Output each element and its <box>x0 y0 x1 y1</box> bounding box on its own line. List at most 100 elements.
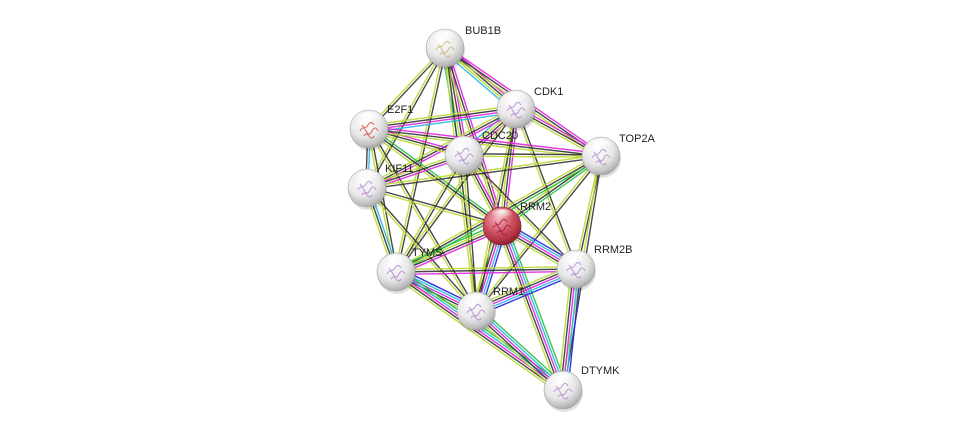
node-kif11[interactable]: KIF11 <box>347 163 414 210</box>
edge-e2f1-rrm1[interactable] <box>367 128 478 312</box>
edge-evidence-green <box>478 306 567 387</box>
edge-evidence-yellow <box>392 275 561 395</box>
node-label: E2F1 <box>387 104 413 116</box>
edge-evidence-yellow <box>395 265 576 271</box>
edge-rrm1-dtymk[interactable] <box>472 306 567 395</box>
edge-evidence-black <box>368 107 516 129</box>
edge-evidence-black <box>394 273 563 393</box>
edge-evidence-black <box>369 128 478 311</box>
node-e2f1[interactable]: E2F1 <box>349 104 413 151</box>
edge-evidence-green <box>505 224 569 389</box>
edge-evidence-yellow <box>557 268 572 390</box>
edge-evidence-green <box>502 157 603 229</box>
edge-evidence-yellow <box>366 154 601 188</box>
edge-evidence-yellow <box>443 48 476 312</box>
edge-evidence-cyan <box>503 224 566 390</box>
node-bub1b[interactable]: BUB1B <box>425 25 501 70</box>
edge-evidence-blue <box>567 269 582 391</box>
node-highlight <box>433 31 457 45</box>
node-rrm2b[interactable]: RRM2B <box>556 244 633 291</box>
edge-evidence-black <box>473 312 562 393</box>
edge-evidence-magenta <box>501 225 564 391</box>
edge-evidence-black <box>559 268 575 390</box>
node-highlight <box>564 252 588 266</box>
node-label: TOP2A <box>619 133 656 145</box>
edge-evidence-magenta <box>562 268 577 391</box>
node-highlight <box>490 209 514 223</box>
edges-layer <box>364 44 603 395</box>
edge-evidence-yellow <box>496 227 560 392</box>
edge-top2a-rrm2b[interactable] <box>574 155 603 270</box>
edge-evidence-cyan <box>564 269 580 391</box>
node-label: TYMS <box>412 247 443 259</box>
node-label: CDK1 <box>534 86 563 98</box>
edge-rrm2b-dtymk[interactable] <box>557 268 582 391</box>
node-cdk1[interactable]: CDK1 <box>496 86 563 131</box>
edge-evidence-yellow <box>472 314 561 395</box>
node-label: CDC20 <box>482 130 518 142</box>
edge-evidence-black <box>369 128 398 272</box>
edge-evidence-yellow <box>574 155 601 269</box>
node-tyms[interactable]: TYMS <box>376 247 443 294</box>
node-highlight <box>504 92 528 106</box>
edge-evidence-yellow <box>514 109 576 270</box>
edge-evidence-black <box>367 48 447 189</box>
edge-rrm2-dtymk[interactable] <box>496 224 569 392</box>
edge-evidence-black <box>368 128 602 157</box>
edge-evidence-black <box>367 186 503 226</box>
node-highlight <box>357 112 381 126</box>
node-label: DTYMK <box>581 365 620 377</box>
node-label: RRM2 <box>520 201 551 213</box>
edge-evidence-black <box>499 226 562 392</box>
edge-evidence-yellow <box>474 154 601 311</box>
node-rrm2[interactable]: RRM2 <box>482 201 551 248</box>
edge-evidence-yellow <box>462 155 576 271</box>
edge-kif11-rrm2[interactable] <box>366 186 503 228</box>
node-highlight <box>589 139 613 153</box>
edge-evidence-black <box>444 47 503 227</box>
edge-evidence-yellow <box>365 47 445 188</box>
edge-evidence-magenta <box>369 125 602 155</box>
edge-evidence-magenta <box>369 109 517 131</box>
edge-evidence-magenta <box>397 228 504 276</box>
edge-evidence-black <box>396 48 447 273</box>
edge-evidence-cyan <box>477 308 566 389</box>
edge-evidence-magenta <box>396 270 577 276</box>
edge-bub1b-kif11[interactable] <box>365 47 447 189</box>
node-label: KIF11 <box>385 163 414 175</box>
edge-rrm2b-tyms[interactable] <box>395 265 577 276</box>
node-highlight <box>452 138 476 152</box>
edge-evidence-green <box>370 126 504 225</box>
edge-evidence-green <box>394 222 501 270</box>
node-top2a[interactable]: TOP2A <box>581 133 656 178</box>
node-dtymk[interactable]: DTYMK <box>543 365 620 412</box>
node-cdc20[interactable]: CDC20 <box>444 130 518 177</box>
node-label: BUB1B <box>465 25 501 37</box>
edge-cdc20-top2a[interactable] <box>463 153 602 158</box>
node-highlight <box>464 294 488 308</box>
node-highlight <box>384 255 408 269</box>
edge-evidence-black <box>367 186 478 311</box>
edge-evidence-yellow <box>368 104 516 127</box>
edge-evidence-magenta <box>475 310 564 391</box>
edge-top2a-rrm1[interactable] <box>474 154 603 313</box>
edge-evidence-black <box>367 156 602 190</box>
edge-evidence-yellow <box>463 155 601 158</box>
edge-evidence-yellow <box>365 188 476 313</box>
edge-evidence-black <box>576 156 603 270</box>
edge-evidence-yellow <box>394 154 464 272</box>
node-label: RRM2B <box>594 244 633 256</box>
node-label: RRM1 <box>493 286 524 298</box>
edge-evidence-black <box>476 156 603 313</box>
edge-kif11-rrm1[interactable] <box>365 186 478 313</box>
edge-evidence-black <box>395 268 577 273</box>
node-highlight <box>551 373 575 387</box>
edge-top2a-kif11[interactable] <box>366 154 602 190</box>
node-rrm1[interactable]: RRM1 <box>456 286 524 333</box>
edge-evidence-black <box>464 153 602 156</box>
node-highlight <box>355 171 379 185</box>
edge-evidence-magenta <box>446 47 505 226</box>
edge-evidence-yellow <box>366 188 502 228</box>
